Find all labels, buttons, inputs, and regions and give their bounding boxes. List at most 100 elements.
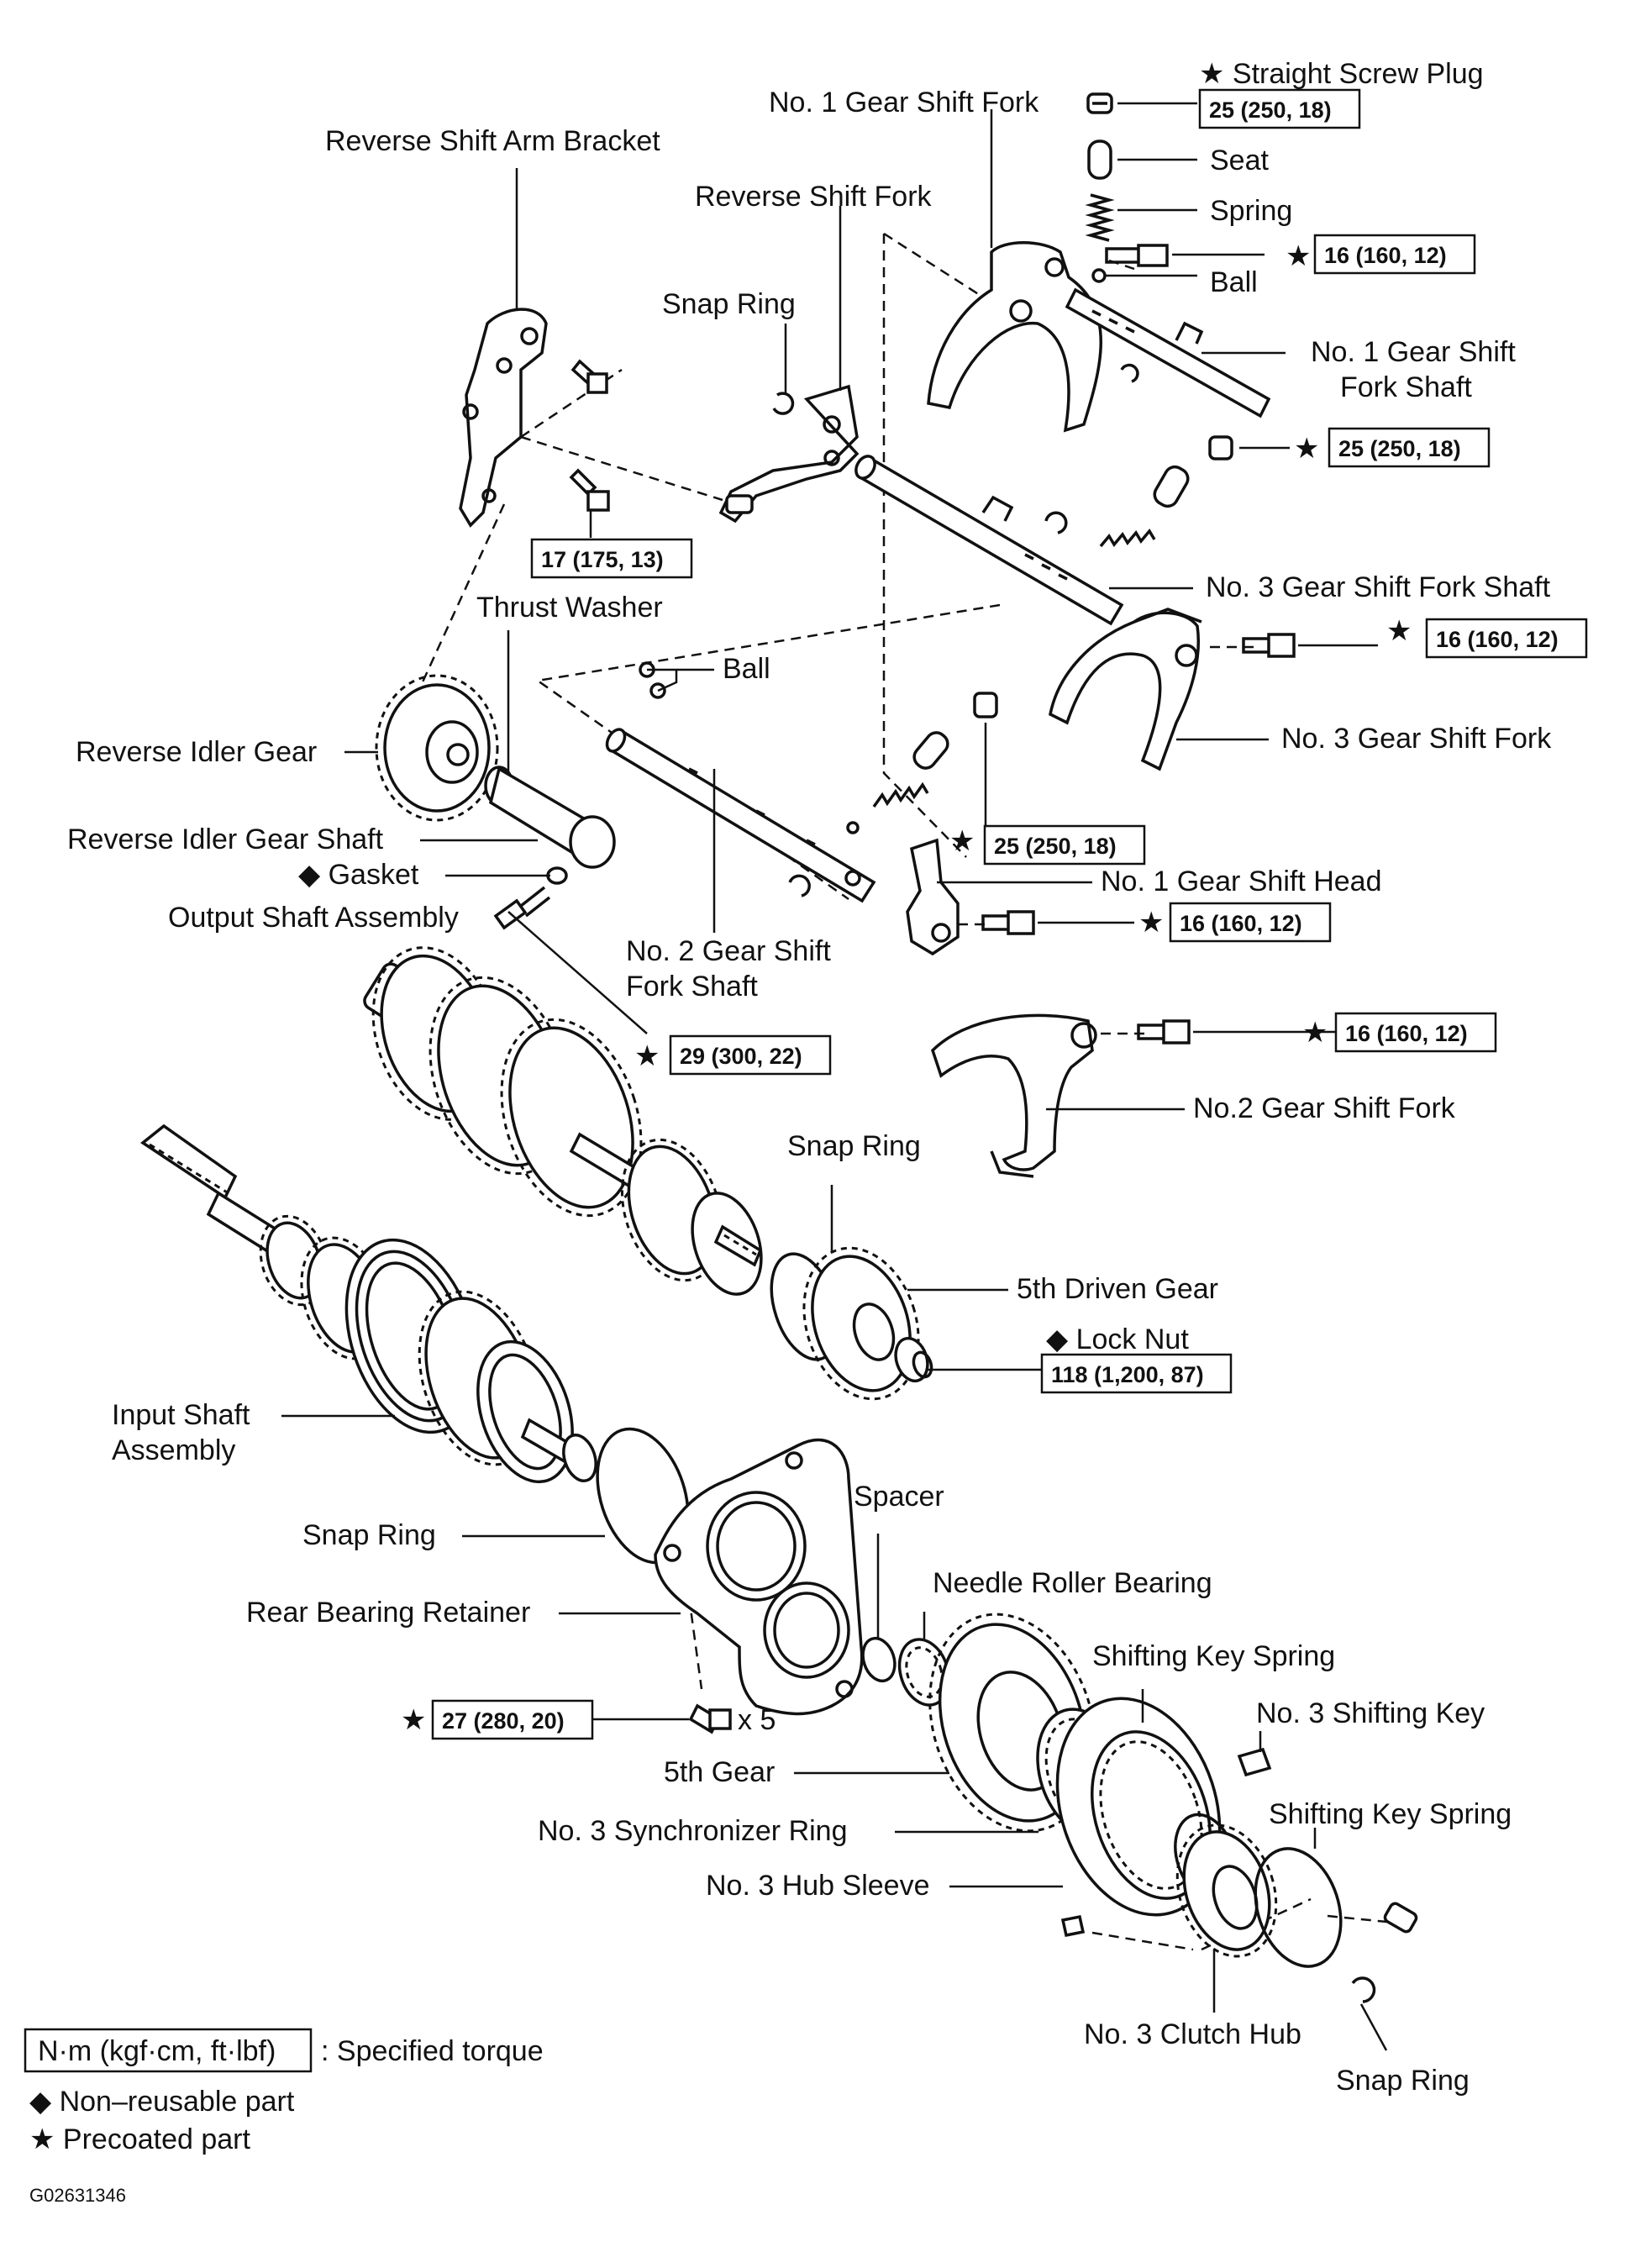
- spring-lower-drawing: [872, 781, 929, 808]
- torque-plug-top: 25 (250, 18): [1209, 97, 1332, 123]
- label-spacer: Spacer: [854, 1481, 944, 1513]
- label-reverse-shift-fork: Reverse Shift Fork: [695, 181, 933, 213]
- retainer-bolt-drawing: [688, 1703, 732, 1734]
- straight-screw-plug-drawing: [1086, 92, 1113, 114]
- torque-bracket-bolt: 17 (175, 13): [541, 547, 664, 572]
- torque-box-retainer-bolt: [431, 1699, 594, 1740]
- label-seat: Seat: [1210, 145, 1269, 176]
- label-reverse-idler-gear-shaft: Reverse Idler Gear Shaft: [67, 824, 384, 855]
- bolt-shift-head-drawing: [981, 910, 1035, 935]
- reverse-shift-arm-bracket-drawing: [459, 308, 548, 528]
- star-bolt-shift-head: ★: [1138, 907, 1164, 939]
- label-rear-bearing-retainer: Rear Bearing Retainer: [246, 1597, 530, 1629]
- no2-gear-shift-fork-shaft-drawing: [605, 728, 876, 903]
- label-no2-gear-shift-fork-shaft-2: Fork Shaft: [626, 971, 758, 1002]
- torque-output-bolt: 29 (300, 22): [680, 1044, 802, 1069]
- snap-ring-small-1-drawing: [1120, 363, 1139, 383]
- star-plug-lower: ★: [949, 825, 975, 857]
- label-no1-gear-shift-fork-shaft-2: Fork Shaft: [1340, 371, 1472, 403]
- spring-mid-drawing: [1099, 528, 1156, 548]
- star-bolt-no2-fork: ★: [1302, 1017, 1328, 1049]
- label-shifting-key-spring-2: Shifting Key Spring: [1269, 1798, 1512, 1830]
- label-no1-gear-shift-fork: No. 1 Gear Shift Fork: [769, 87, 1039, 118]
- label-no3-synchronizer-ring: No. 3 Synchronizer Ring: [538, 1815, 848, 1847]
- part-labels: ★ Straight Screw Plug No. 1 Gear Shift F…: [67, 58, 1552, 2097]
- label-times-five: x 5: [738, 1704, 776, 1736]
- ball-top-drawing: [1091, 268, 1107, 283]
- label-snap-ring-bottom: Snap Ring: [1336, 2065, 1470, 2097]
- torque-plug-mid: 25 (250, 18): [1338, 436, 1461, 461]
- label-no2-gear-shift-fork: No.2 Gear Shift Fork: [1193, 1092, 1456, 1124]
- torque-box-bracket-bolt: [530, 538, 693, 579]
- torque-box-bolt-no2-fork: [1334, 1012, 1497, 1053]
- torque-box-plug-lower: [983, 824, 1146, 866]
- no3-clutch-hub-drawing: [1175, 1823, 1278, 1958]
- label-thrust-washer: Thrust Washer: [476, 592, 663, 624]
- label-lock-nut: ◆ Lock Nut: [1046, 1323, 1189, 1355]
- label-input-shaft-assembly-1: Input Shaft: [112, 1399, 250, 1431]
- torque-box-bolt-no3-fork: [1425, 618, 1588, 659]
- no1-gear-shift-head-drawing: [906, 838, 960, 956]
- label-needle-roller-bearing: Needle Roller Bearing: [933, 1567, 1212, 1599]
- shifting-key-small-drawing: [1060, 1914, 1086, 1938]
- no1-gear-shift-fork-drawing: [927, 241, 1102, 433]
- snap-ring-small-3-drawing: [788, 874, 811, 897]
- torque-bolt-no1-fork: 16 (160, 12): [1324, 243, 1447, 268]
- no3-gear-shift-fork-drawing: [1049, 608, 1202, 771]
- no1-gear-shift-fork-shaft-drawing: [1065, 287, 1271, 418]
- label-output-shaft-assembly: Output Shaft Assembly: [168, 902, 459, 934]
- seat-drawing: [1087, 139, 1112, 180]
- legend-torque-desc: : Specified torque: [321, 2035, 544, 2067]
- label-shifting-key-spring-1: Shifting Key Spring: [1092, 1640, 1335, 1672]
- gasket-drawing: [546, 866, 568, 885]
- label-no3-hub-sleeve: No. 3 Hub Sleeve: [706, 1870, 930, 1902]
- torque-bolt-no2-fork: 16 (160, 12): [1345, 1021, 1468, 1046]
- label-straight-screw-plug: ★ Straight Screw Plug: [1199, 58, 1484, 90]
- bolt-no3-fork-drawing: [1242, 633, 1296, 658]
- label-snap-ring-left: Snap Ring: [302, 1519, 436, 1551]
- star-output-bolt: ★: [634, 1040, 660, 1072]
- label-no3-gear-shift-fork-shaft: No. 3 Gear Shift Fork Shaft: [1206, 571, 1551, 603]
- no3-gear-shift-fork-shaft-drawing: [854, 455, 1124, 626]
- torque-box-plug-top: [1198, 88, 1361, 129]
- figure-code: G02631346: [29, 2185, 126, 2206]
- no2-gear-shift-fork-drawing: [930, 1013, 1097, 1178]
- label-fifth-driven-gear: 5th Driven Gear: [1017, 1273, 1218, 1305]
- torque-bolt-no3-fork: 16 (160, 12): [1436, 627, 1559, 652]
- no3-hub-sleeve-drawing: [1055, 1697, 1222, 1917]
- label-no3-shifting-key: No. 3 Shifting Key: [1256, 1697, 1485, 1729]
- seat-mid-drawing: [1153, 465, 1190, 508]
- star-plug-mid: ★: [1294, 433, 1319, 465]
- torque-specs: 25 (250, 18) ★ 16 (160, 12) ★ 25 (250, 1…: [401, 88, 1588, 1740]
- output-shaft-assembly-drawing: [363, 946, 763, 1296]
- shifting-key-spring-2-drawing: [1254, 1847, 1343, 1968]
- label-input-shaft-assembly-2: Assembly: [112, 1434, 235, 1466]
- torque-retainer-bolt: 27 (280, 20): [442, 1708, 565, 1734]
- no3-shifting-key-drawing: [1237, 1747, 1272, 1777]
- spacer-drawing: [861, 1636, 896, 1683]
- torque-box-lock-nut: [1040, 1353, 1233, 1394]
- torque-box-bolt-no1-fork: [1313, 234, 1476, 275]
- leader-lines: [281, 102, 1388, 2051]
- rear-bearing-retainer-drawing: [654, 1438, 864, 1716]
- key-small-right-drawing: [1383, 1902, 1418, 1934]
- bolt-no1-fork-drawing: [1105, 244, 1169, 267]
- output-bolt-drawing: [493, 886, 551, 930]
- torque-box-output-bolt: [669, 1034, 832, 1076]
- star-bolt-no1-fork: ★: [1286, 240, 1311, 272]
- snap-ring-bottom-drawing: [1351, 1976, 1376, 2003]
- legend: N·m (kgf·cm, ft·lbf) : Specified torque …: [24, 2028, 544, 2206]
- snap-ring-small-2-drawing: [1044, 511, 1068, 534]
- bracket-bolt-lower-drawing: [569, 468, 610, 512]
- torque-bolt-shift-head: 16 (160, 12): [1180, 911, 1302, 936]
- torque-box-bolt-shift-head: [1169, 902, 1332, 943]
- reverse-idler-gear-shaft-drawing: [488, 766, 616, 869]
- torque-lock-nut: 118 (1,200, 87): [1051, 1362, 1204, 1387]
- label-gasket: ◆ Gasket: [298, 859, 419, 891]
- label-no3-clutch-hub: No. 3 Clutch Hub: [1084, 2018, 1301, 2050]
- input-shaft-assembly-drawing: [140, 1123, 597, 1484]
- bolt-no2-fork-drawing: [1137, 1019, 1191, 1045]
- label-no3-gear-shift-fork: No. 3 Gear Shift Fork: [1281, 723, 1552, 755]
- label-fifth-gear: 5th Gear: [664, 1756, 775, 1788]
